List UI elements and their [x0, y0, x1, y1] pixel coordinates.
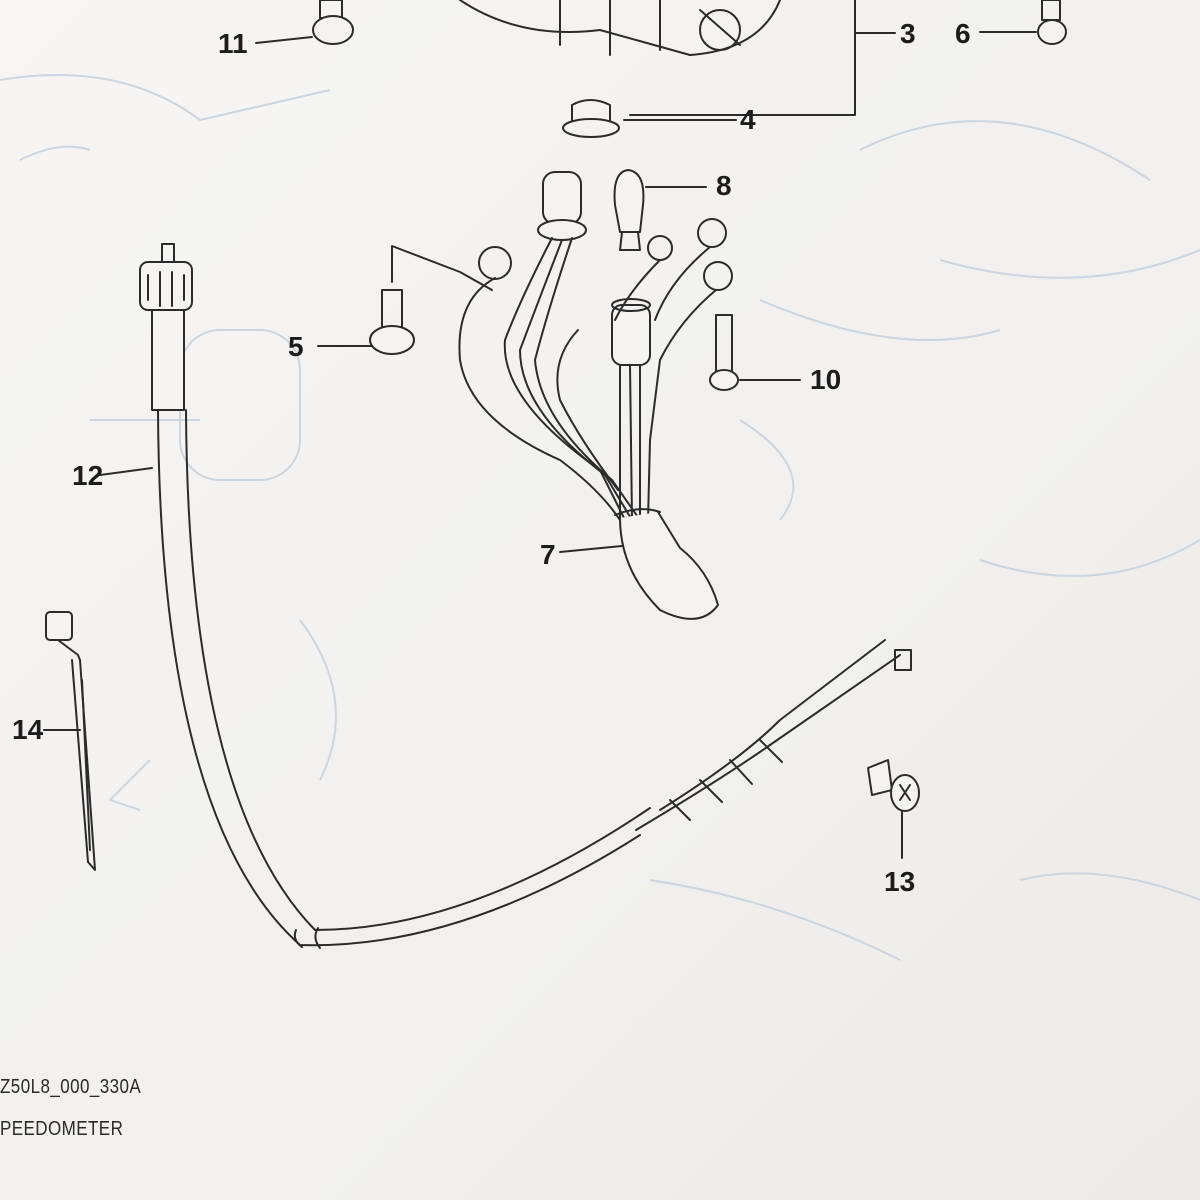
callout-6: 6 — [955, 18, 971, 49]
part-7-wiring-harness — [458, 171, 733, 620]
callout-13: 13 — [884, 866, 916, 897]
callout-11: 11 — [218, 28, 248, 59]
figure-title: PEEDOMETER — [0, 1118, 124, 1140]
part-4-cap — [562, 99, 737, 138]
part-12-speedometer-cable — [99, 243, 912, 949]
callout-10: 10 — [810, 364, 842, 395]
callout-4: 4 — [740, 104, 756, 135]
background-ghost-drawing — [0, 74, 1200, 961]
callout-12: 12 — [72, 460, 104, 491]
part-6-screw — [979, 0, 1067, 45]
figure-code: Z50L8_000_330A — [0, 1076, 142, 1098]
part-14-cable-tie — [43, 611, 96, 871]
callout-14: 14 — [12, 714, 44, 745]
callout-3: 3 — [900, 18, 916, 49]
part-10-screw — [709, 314, 801, 391]
callout-7: 7 — [540, 539, 556, 570]
callout-5: 5 — [288, 331, 304, 362]
callout-8: 8 — [716, 170, 732, 201]
part-8-bulb — [613, 169, 707, 251]
part-11-screw — [255, 0, 354, 45]
part-5-screw — [317, 245, 493, 355]
part-3-housing — [459, 0, 896, 116]
part-13-screw — [867, 759, 920, 859]
